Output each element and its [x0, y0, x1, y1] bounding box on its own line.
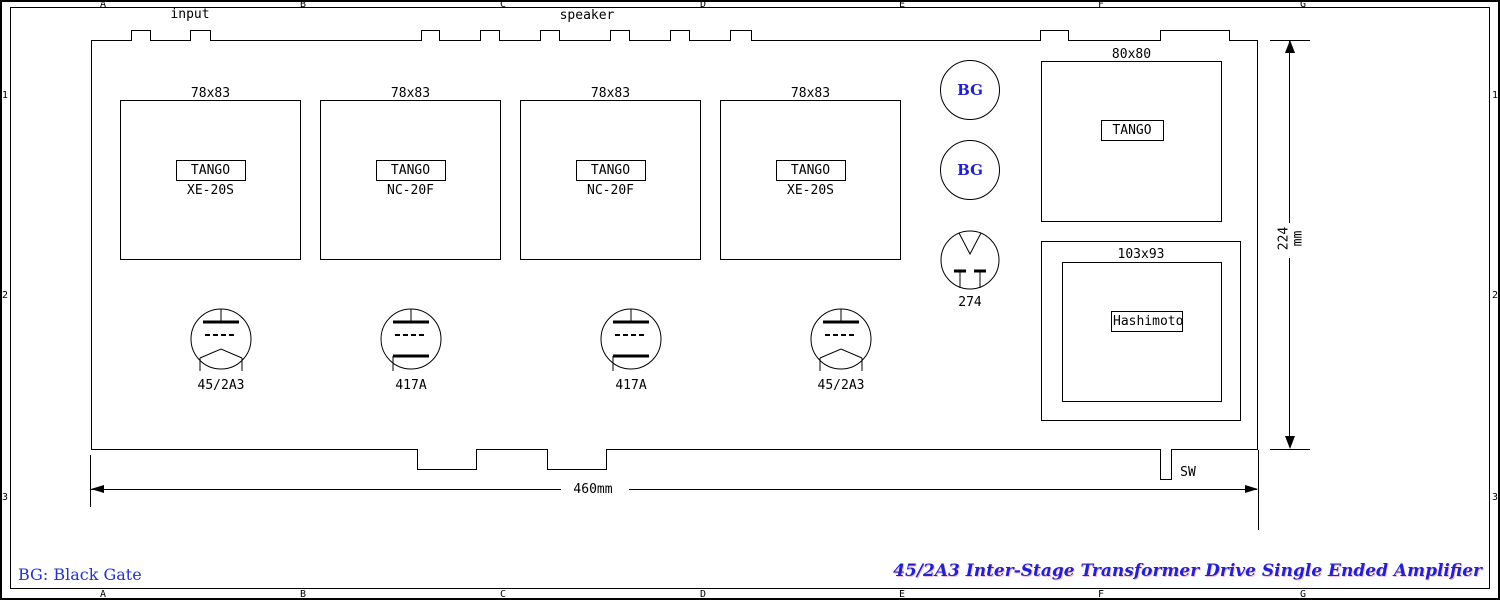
speaker-terminal [421, 30, 440, 41]
power-unit-80x80: 80x80 TANGO [1041, 48, 1222, 222]
unit-size: 103x93 [1117, 247, 1165, 262]
dim-height-line [1289, 41, 1290, 223]
unit-size: 80x80 [1111, 47, 1152, 62]
drawing-title: 45/2A3 Inter-Stage Transformer Drive Sin… [893, 561, 1482, 581]
zone-number: 3 [1491, 492, 1499, 503]
dim-height-value: 224 [1276, 226, 1292, 251]
sheet-inner-border [10, 7, 1490, 589]
zone-number: 1 [1, 90, 9, 101]
zone-letter: E [898, 0, 906, 10]
zone-letter: A [99, 589, 107, 600]
transformer-size: 78x83 [590, 86, 631, 101]
capacitor-bg: BG [940, 140, 1000, 200]
tube-label: 417A [615, 378, 647, 393]
zone-letter: C [499, 0, 507, 10]
tube-label: 45/2A3 [197, 378, 245, 393]
capacitor-label: BG [957, 161, 983, 179]
zone-letter: C [499, 589, 507, 600]
unit-103x93-outer: 103x93 Hashimoto [1041, 241, 1241, 421]
input-jack [131, 30, 151, 41]
arrow-left-icon [91, 485, 104, 493]
zone-letter: A [99, 0, 107, 10]
power-switch-label: SW [1180, 465, 1196, 480]
speaker-terminal [540, 30, 560, 41]
speaker-terminal [480, 30, 500, 41]
tube-symbol: 417A [380, 308, 442, 392]
transformer-model: XE-20S [187, 183, 234, 198]
transformer-model: NC-20F [587, 183, 634, 198]
transformer-brand-plate: TANGO [575, 160, 646, 181]
transformer-size: 78x83 [390, 86, 431, 101]
zone-letter: B [299, 589, 307, 600]
transformer-size: 78x83 [190, 86, 231, 101]
tube-label: 417A [395, 378, 427, 393]
speaker-terminal [730, 30, 752, 41]
tube-label: 45/2A3 [817, 378, 865, 393]
zone-number: 2 [1491, 290, 1499, 301]
chassis-foot [417, 449, 477, 470]
transformer-size: 78x83 [790, 86, 831, 101]
zone-letter: F [1097, 589, 1105, 600]
transformer-box: 78x83 TANGO XE-20S [720, 87, 901, 260]
tube-symbol: 45/2A3 [810, 308, 872, 392]
speaker-terminal [670, 30, 690, 41]
dim-height-line [1289, 258, 1290, 437]
triode-cathode-icon [380, 308, 442, 371]
transformer-box: 78x83 TANGO XE-20S [120, 87, 301, 260]
zone-number: 1 [1491, 90, 1499, 101]
tube-symbol: 417A [600, 308, 662, 392]
input-label: input [170, 7, 210, 22]
zone-letter: D [699, 0, 707, 10]
rectifier-tube: 274 [940, 230, 1000, 309]
dim-extension-line [1258, 450, 1259, 530]
dim-width-label: 460mm [573, 482, 613, 497]
dim-width-line [629, 489, 1257, 490]
tube-symbol: 45/2A3 [190, 308, 252, 392]
dim-height-unit: mm [1290, 230, 1306, 247]
transformer-box: 78x83 TANGO NC-20F [320, 87, 501, 260]
rectifier-icon [940, 230, 1000, 290]
chassis-foot [547, 449, 607, 470]
zone-letter: F [1097, 0, 1105, 10]
dim-width-line [91, 489, 561, 490]
rear-connector [1040, 30, 1069, 41]
zone-letter: G [1299, 0, 1307, 10]
dim-extension-line [1270, 449, 1310, 450]
speaker-label: speaker [559, 8, 615, 23]
unit-brand-plate: Hashimoto [1111, 311, 1183, 332]
capacitor-label: BG [957, 81, 983, 99]
transformer-brand-plate: TANGO [175, 160, 246, 181]
dim-extension-line [90, 455, 91, 507]
transformer-brand-plate: TANGO [775, 160, 846, 181]
zone-letter: G [1299, 589, 1307, 600]
zone-letter: D [699, 589, 707, 600]
triode-filament-icon [190, 308, 252, 371]
triode-filament-icon [810, 308, 872, 371]
capacitor-bg: BG [940, 60, 1000, 120]
arrow-up-icon [1285, 40, 1295, 53]
unit-103x93-inner [1062, 262, 1222, 402]
speaker-terminal [610, 30, 630, 41]
zone-number: 2 [1, 290, 9, 301]
zone-letter: E [898, 589, 906, 600]
power-switch [1160, 449, 1172, 480]
transformer-model: XE-20S [787, 183, 834, 198]
rectifier-label: 274 [958, 295, 982, 310]
input-jack [190, 30, 211, 41]
rear-connector [1160, 30, 1230, 41]
transformer-brand-plate: TANGO [375, 160, 446, 181]
transformer-model: NC-20F [387, 183, 434, 198]
transformer-box: 78x83 TANGO NC-20F [520, 87, 701, 260]
legend-note: BG: Black Gate [18, 565, 142, 584]
unit-brand-plate: TANGO [1100, 120, 1164, 141]
arrow-right-icon [1245, 485, 1258, 493]
zone-letter: B [299, 0, 307, 10]
arrow-down-icon [1285, 436, 1295, 449]
triode-cathode-icon [600, 308, 662, 371]
zone-number: 3 [1, 492, 9, 503]
